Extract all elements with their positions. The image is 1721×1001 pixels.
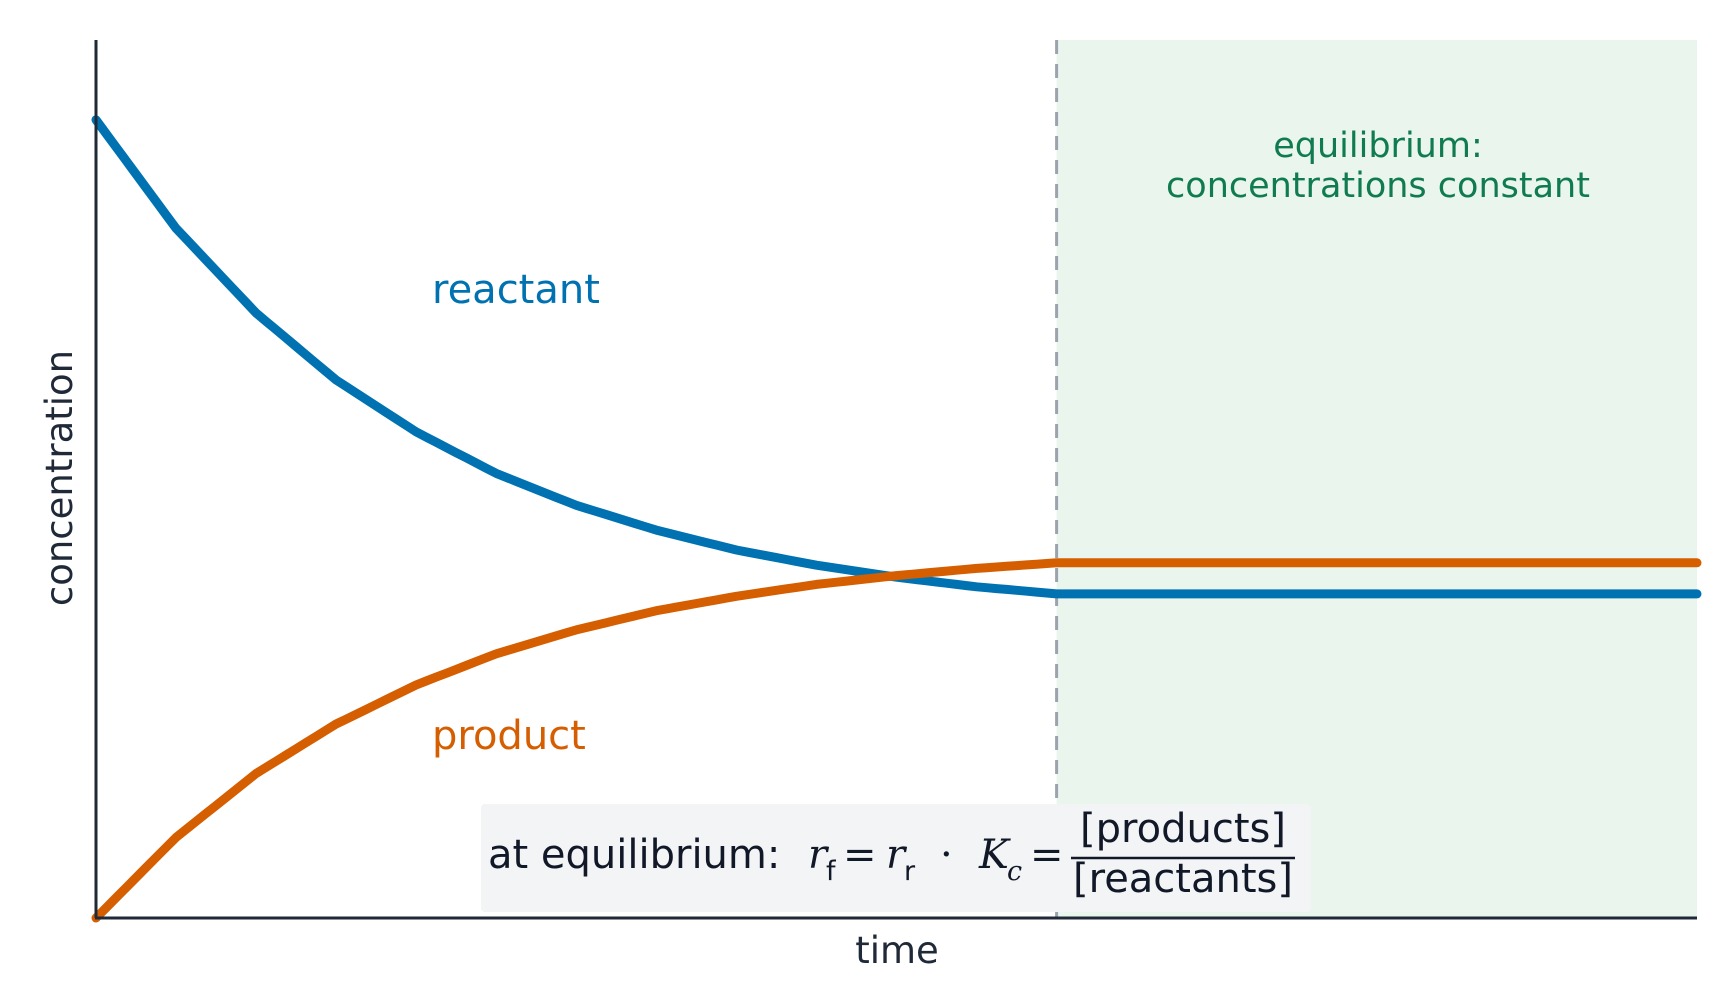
equals-sign-1: =	[843, 832, 877, 878]
y-axis-label: concentration	[38, 350, 81, 606]
equals-sign-2: =	[1030, 832, 1064, 878]
series-line-product	[91, 558, 1702, 923]
rate-forward-subscript: f	[826, 856, 837, 887]
product-label: product	[432, 713, 586, 759]
k-subscript: c	[1007, 856, 1022, 887]
rate-reverse-symbol: r	[886, 832, 908, 878]
k-symbol: K	[978, 832, 1011, 878]
equation-prefix: at equilibrium:	[488, 832, 780, 878]
separator-dot: ·	[940, 832, 953, 878]
reactant-label: reactant	[432, 267, 600, 313]
region-label-line2: concentrations constant	[1166, 166, 1590, 206]
series-line-reactant	[91, 115, 1702, 599]
x-axis-label: time	[855, 929, 939, 972]
fraction-denominator: [reactants]	[1073, 856, 1293, 902]
equilibrium-region	[1056, 40, 1697, 918]
equation-box	[481, 804, 1311, 912]
rate-reverse-subscript: r	[904, 856, 916, 887]
region-label-line1: equilibrium:	[1273, 126, 1483, 166]
rate-forward-symbol: r	[808, 832, 830, 878]
fraction-numerator: [products]	[1080, 806, 1286, 852]
